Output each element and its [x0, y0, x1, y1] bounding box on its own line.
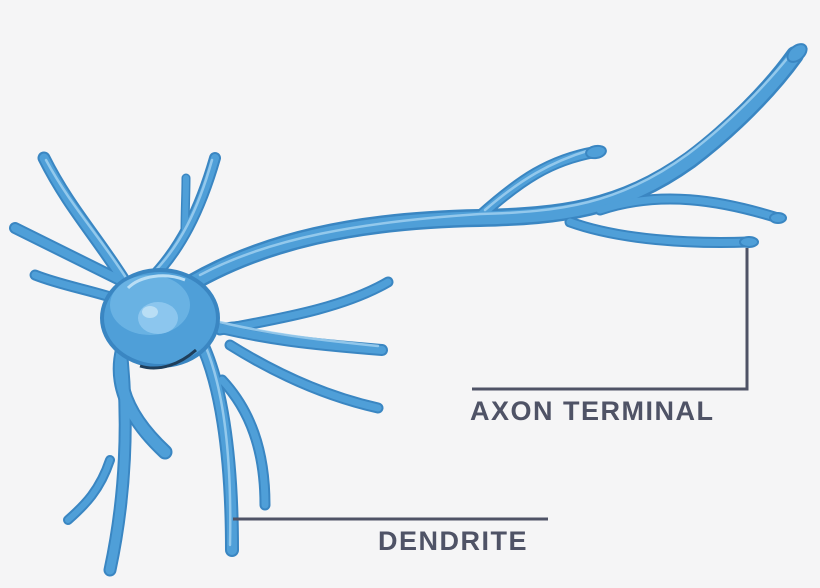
cell-body [100, 268, 220, 370]
axon-terminal-leader-line [472, 248, 749, 391]
axon-terminal-label: AXON TERMINAL [470, 396, 715, 426]
leader-lines [233, 248, 749, 521]
nucleus [138, 302, 178, 334]
axon-terminal-bulbs [585, 43, 808, 248]
dendrite-label: DENDRITE [378, 526, 529, 556]
